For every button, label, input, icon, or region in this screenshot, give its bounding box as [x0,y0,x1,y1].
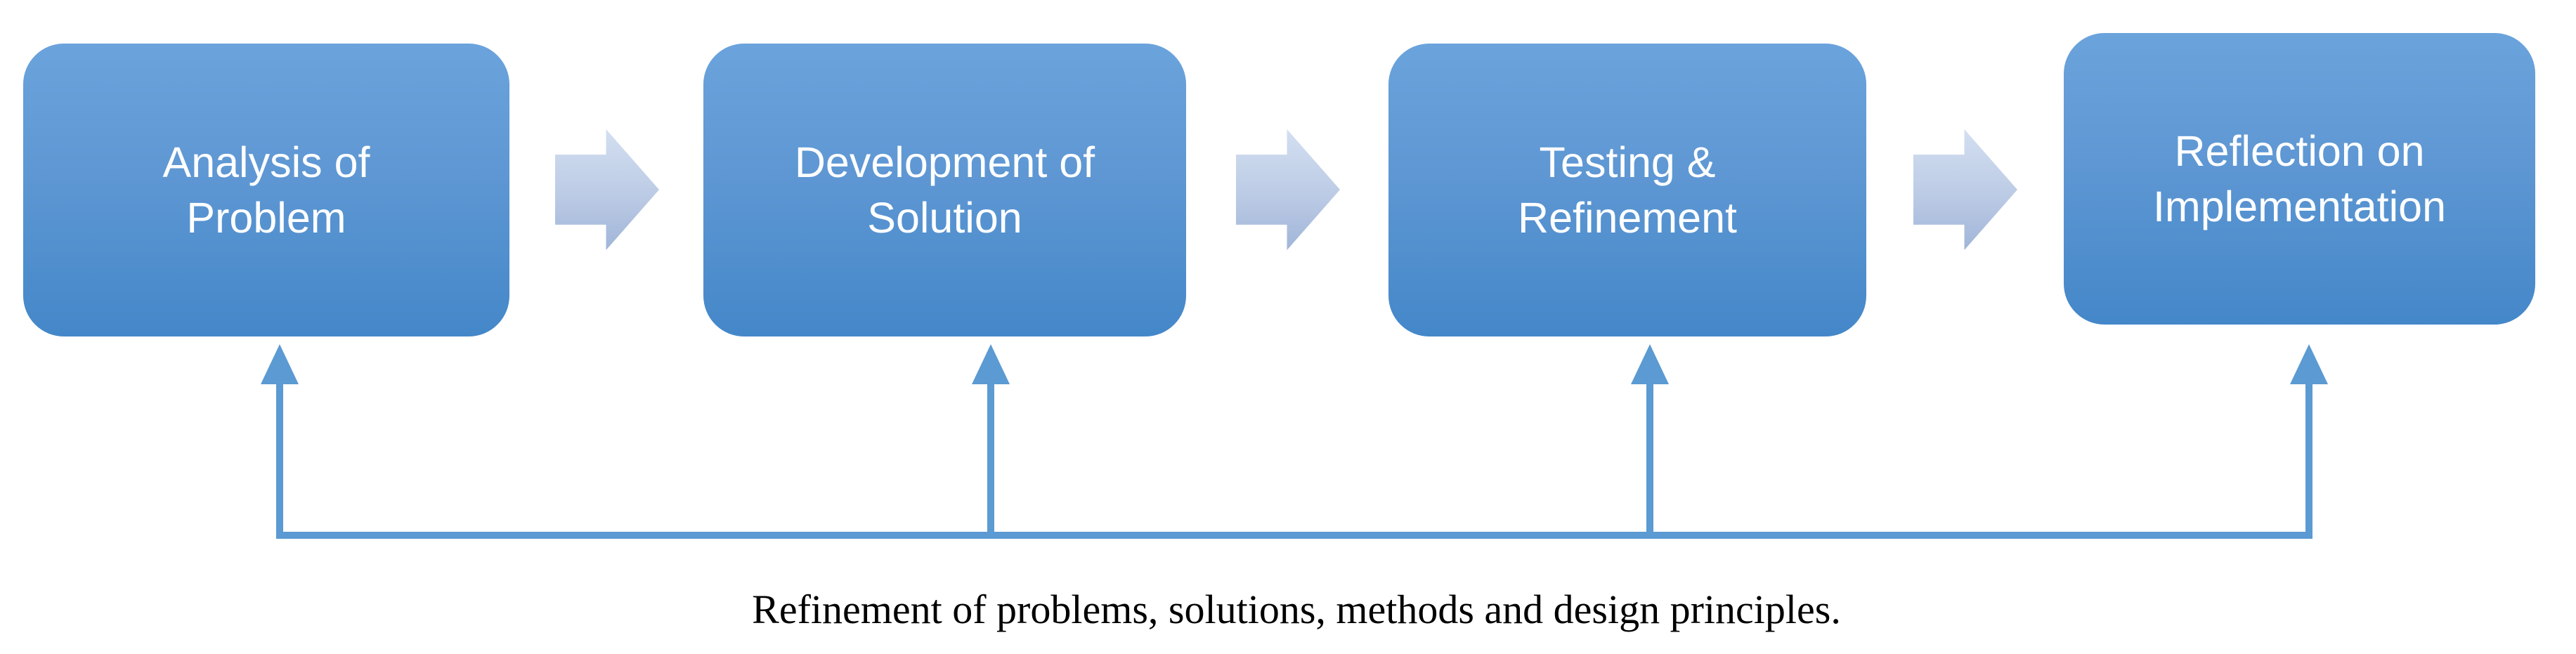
right-arrow-icon [1236,129,1340,250]
right-arrow-icon [1913,129,2017,250]
right-arrow-icon [555,129,659,250]
feedback-stem [2305,383,2312,539]
up-arrowhead-icon [1631,344,1669,384]
box-label-line: Solution [867,193,1022,242]
up-arrowhead-icon [972,344,1010,384]
box-label-line: Testing & [1539,138,1716,186]
flow-box-development-of-solution: Development of Solution [703,44,1186,336]
flow-box-reflection-on-implementation: Reflection on Implementation [2064,33,2535,325]
feedback-stem [276,383,283,539]
up-arrowhead-icon [261,344,299,384]
box-label-line: Problem [186,193,346,242]
up-arrowhead-icon [2290,344,2328,384]
feedback-stem [1646,383,1653,539]
box-label-line: Development of [794,138,1095,186]
feedback-line [276,532,2312,539]
box-label-line: Refinement [1518,193,1737,242]
diagram-caption: Refinement of problems, solutions, metho… [752,587,1841,632]
flow-box-analysis-of-problem: Analysis of Problem [23,44,509,336]
box-label-line: Reflection on [2174,126,2425,175]
feedback-stem [987,383,994,539]
box-label-line: Analysis of [162,138,370,186]
box-label-line: Implementation [2152,182,2447,230]
flow-box-testing-and-refinement: Testing & Refinement [1388,44,1866,336]
